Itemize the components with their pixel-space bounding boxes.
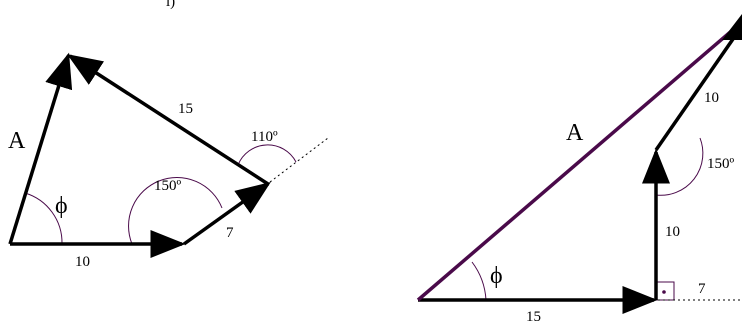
- right-label-10-diagonal: 10: [704, 90, 719, 106]
- left-vector-A: [8, 52, 73, 245]
- right-label-phi: ϕ: [490, 263, 503, 289]
- left-110-arc: [237, 144, 297, 166]
- left-label-10: 10: [75, 254, 90, 270]
- left-label-15: 15: [178, 101, 193, 117]
- left-label-150: 150º: [154, 178, 182, 194]
- right-label-10-vertical: 10: [665, 224, 680, 240]
- right-vector-A: [416, 20, 742, 302]
- right-vector-10-diagonal: [654, 25, 742, 151]
- left-phi-arc: [24, 192, 63, 245]
- left-vector-7: [182, 181, 271, 246]
- right-vector-A-arrowhead: [722, 14, 742, 40]
- right-phi-arc: [471, 261, 487, 301]
- left-label-A: A: [8, 128, 26, 154]
- left-label-7: 7: [226, 225, 234, 241]
- right-angle-dot: [662, 290, 666, 294]
- right-diagram: A ϕ 15 10 10 7 150º: [416, 14, 742, 322]
- left-extension-line: [269, 137, 329, 183]
- left-vector-15: [67, 54, 269, 186]
- right-label-A: A: [566, 120, 584, 146]
- right-label-15: 15: [526, 309, 541, 322]
- left-diagram: A ϕ 10 7 15 150º 110º: [8, 52, 329, 270]
- right-label-7: 7: [698, 281, 706, 297]
- left-150-arc: [128, 177, 223, 245]
- left-label-phi: ϕ: [55, 193, 68, 219]
- left-label-110: 110º: [251, 129, 278, 145]
- right-150-arc: [655, 137, 704, 196]
- right-label-150: 150º: [707, 156, 735, 172]
- top-fragment-text: l): [166, 0, 175, 10]
